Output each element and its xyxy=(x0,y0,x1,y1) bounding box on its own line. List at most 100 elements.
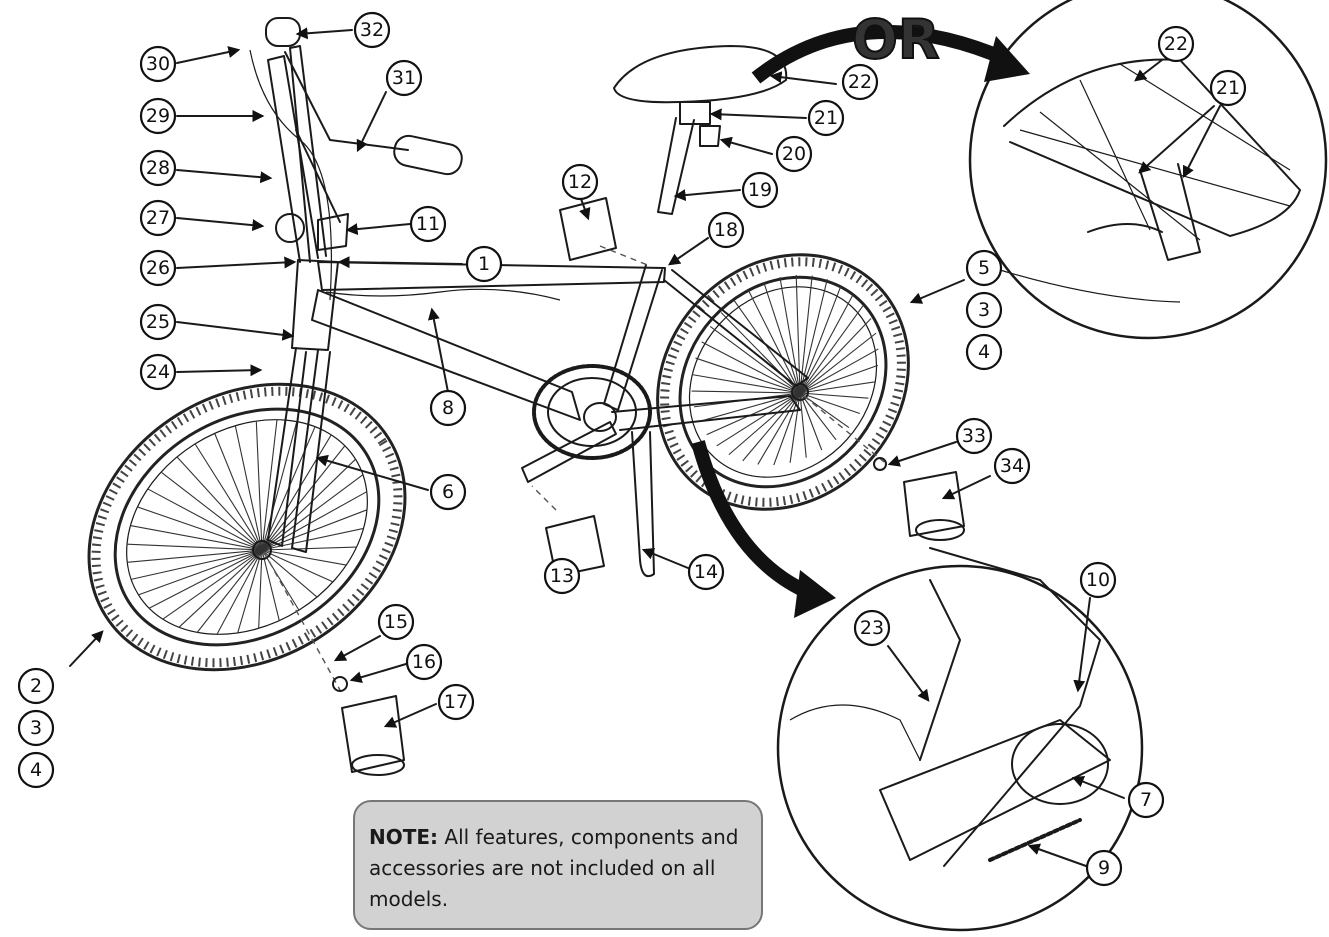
spoke xyxy=(138,549,263,596)
callout-8: 8 xyxy=(429,389,467,427)
svg-text:19: 19 xyxy=(748,179,772,201)
spoke xyxy=(728,392,801,456)
spoke xyxy=(194,443,263,551)
svg-text:2: 2 xyxy=(30,675,42,697)
spoke xyxy=(261,421,298,551)
callout-23: 23 xyxy=(853,609,891,647)
svg-text:25: 25 xyxy=(146,311,170,333)
callout-22-main: 22 xyxy=(841,63,879,101)
spoke xyxy=(261,445,346,551)
spoke xyxy=(799,392,807,458)
spoke xyxy=(261,549,347,566)
spoke xyxy=(795,274,801,394)
seat-detail-inset xyxy=(968,0,1328,340)
axle-pegs xyxy=(263,395,965,776)
svg-text:29: 29 xyxy=(146,105,170,127)
svg-text:6: 6 xyxy=(442,481,454,503)
svg-text:23: 23 xyxy=(860,617,884,639)
callout-10: 10 xyxy=(1079,561,1117,599)
spoke xyxy=(799,392,860,415)
svg-text:5: 5 xyxy=(978,257,990,279)
spoke xyxy=(176,456,263,551)
svg-text:10: 10 xyxy=(1086,569,1110,591)
callout-19: 19 xyxy=(741,171,779,209)
front-wheel-spokes xyxy=(127,419,368,635)
rear-wheel-spokes xyxy=(691,274,879,466)
callout-34: 34 xyxy=(993,447,1031,485)
callout-32: 32 xyxy=(353,11,391,49)
spoke xyxy=(261,458,356,551)
spoke xyxy=(148,549,263,609)
svg-text:21: 21 xyxy=(1216,77,1240,99)
callout-1: 1 xyxy=(465,245,503,283)
spoke xyxy=(709,326,801,394)
bike-frame xyxy=(291,259,809,432)
spoke xyxy=(261,549,334,583)
spoke xyxy=(196,549,263,633)
callout-12: 12 xyxy=(561,163,599,201)
leader-lines xyxy=(69,27,1221,867)
svg-text:17: 17 xyxy=(444,691,468,713)
note-text: All features, components and accessories… xyxy=(369,825,739,911)
svg-text:33: 33 xyxy=(962,425,986,447)
svg-text:22: 22 xyxy=(1164,33,1188,55)
spoke xyxy=(130,524,263,551)
spoke xyxy=(799,293,854,394)
spoke xyxy=(799,285,842,394)
svg-text:4: 4 xyxy=(978,341,990,363)
spoke xyxy=(261,434,332,551)
spoke xyxy=(742,392,801,462)
spoke xyxy=(137,506,263,551)
svg-text:32: 32 xyxy=(360,19,384,41)
svg-text:20: 20 xyxy=(782,143,806,165)
svg-text:7: 7 xyxy=(1140,789,1152,811)
spoke xyxy=(162,549,263,620)
spoke xyxy=(757,392,801,465)
callout-28: 28 xyxy=(139,149,177,187)
spoke xyxy=(178,549,263,628)
callout-3-front: 3 xyxy=(17,709,55,747)
spoke xyxy=(698,392,801,423)
callout-14: 14 xyxy=(687,553,725,591)
svg-text:18: 18 xyxy=(714,219,738,241)
callout-27: 27 xyxy=(139,199,177,237)
spoke xyxy=(691,390,801,394)
spoke xyxy=(261,491,368,551)
note-heading: NOTE: xyxy=(369,825,439,849)
inset-pointer-arrows xyxy=(691,25,1030,618)
svg-text:16: 16 xyxy=(412,651,436,673)
kickstand xyxy=(631,431,655,578)
svg-text:11: 11 xyxy=(416,213,440,235)
svg-text:14: 14 xyxy=(694,561,718,583)
spoke xyxy=(701,341,801,394)
svg-text:15: 15 xyxy=(384,611,408,633)
spoke xyxy=(261,509,368,551)
callout-3-rear: 3 xyxy=(965,291,1003,329)
spoke xyxy=(261,527,364,551)
note-box: NOTE: All features, components and acces… xyxy=(353,800,763,930)
svg-text:30: 30 xyxy=(146,53,170,75)
callout-30: 30 xyxy=(139,45,177,83)
spoke xyxy=(799,348,879,394)
front-fork xyxy=(267,347,331,553)
handlebars xyxy=(249,17,463,301)
spoke xyxy=(216,549,263,635)
spoke xyxy=(799,392,837,441)
callout-31: 31 xyxy=(385,59,423,97)
callout-18: 18 xyxy=(707,211,745,249)
callout-21-inset: 21 xyxy=(1209,69,1247,107)
spoke xyxy=(130,549,263,580)
spoke xyxy=(799,305,864,394)
svg-text:31: 31 xyxy=(392,67,416,89)
callout-25: 25 xyxy=(139,303,177,341)
spoke xyxy=(799,392,823,451)
callout-29: 29 xyxy=(139,97,177,135)
callout-24: 24 xyxy=(139,353,177,391)
callout-22-inset: 22 xyxy=(1157,25,1195,63)
spoke xyxy=(261,549,280,621)
pedals-and-crank xyxy=(521,197,651,577)
callout-17: 17 xyxy=(437,683,475,721)
svg-text:26: 26 xyxy=(146,257,170,279)
spoke xyxy=(695,357,801,394)
